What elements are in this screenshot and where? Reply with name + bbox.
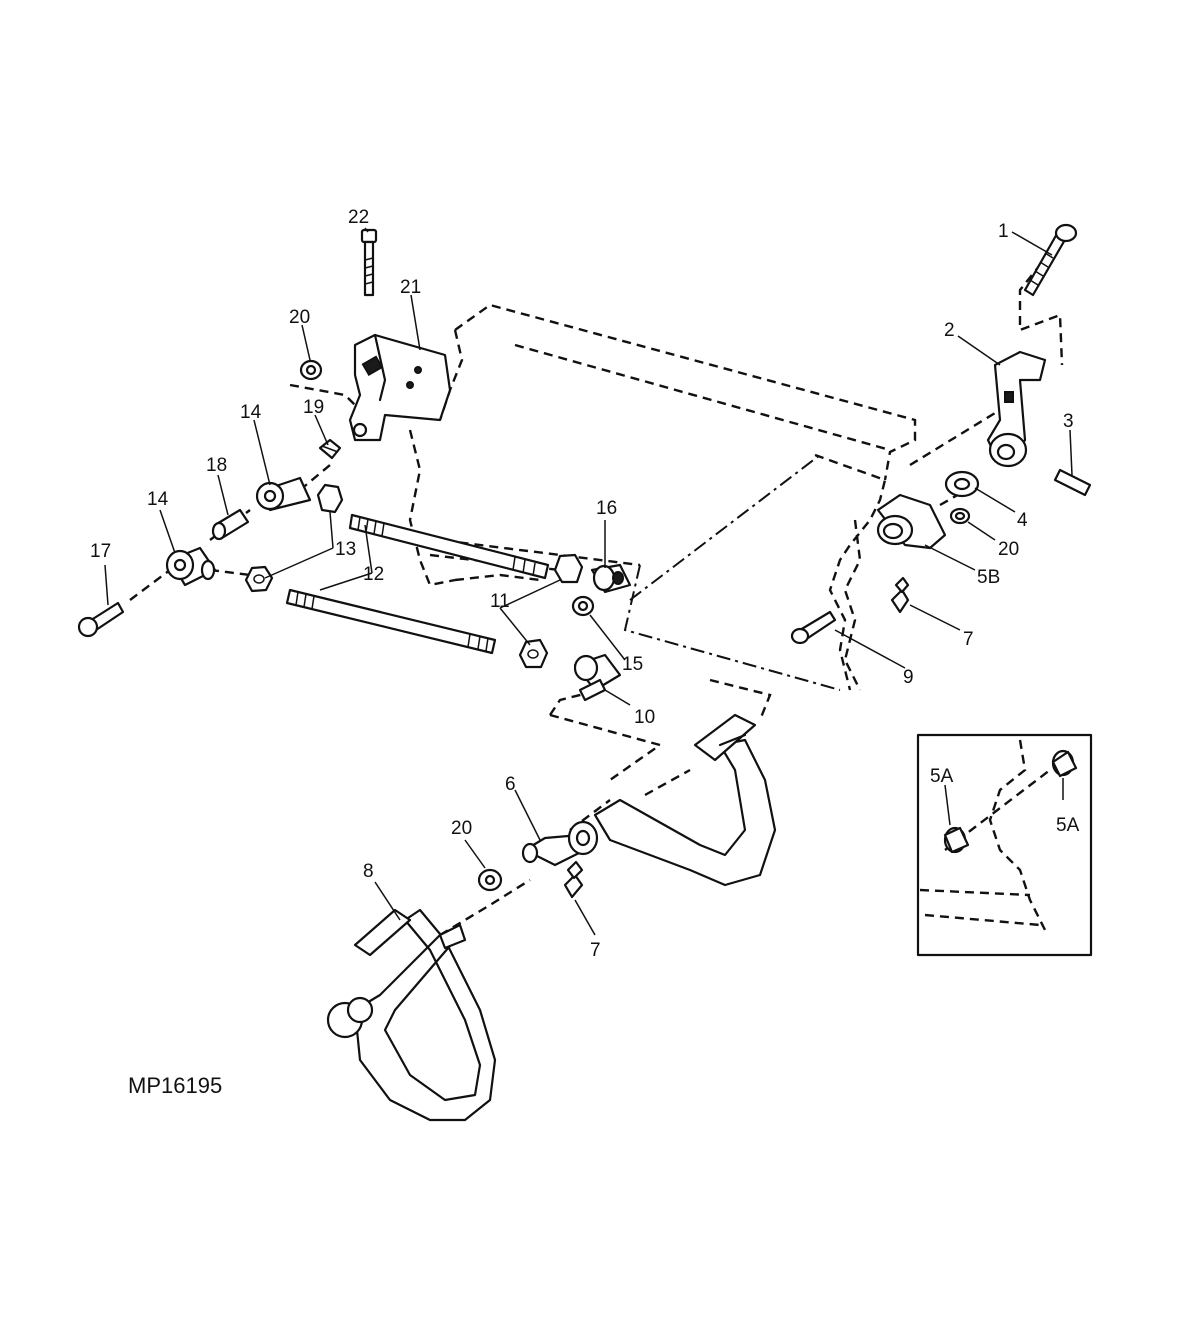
callout-12: 12 [363,564,384,585]
fitting-part-19 [318,438,342,460]
nut-part-20-right [949,507,971,525]
bushing-part-5a-left [943,826,970,854]
callout-7-right: 7 [963,629,974,650]
callout-17: 17 [90,541,111,562]
nut-part-15 [571,595,595,617]
bolt-part-17 [77,601,125,638]
nut-part-20-lower [477,868,503,892]
washer-part-4 [944,470,980,498]
clevis-part-16 [590,563,632,594]
callout-5b: 5B [977,567,1000,588]
callout-9: 9 [903,667,914,688]
bracket-part-2 [986,350,1047,468]
bolt-part-1 [1023,223,1078,297]
callout-20-lower: 20 [451,818,472,839]
callout-18: 18 [206,455,227,476]
nut-part-11-lower [518,638,549,669]
rod-part-12-lower [285,588,497,655]
callout-labels: 1 2 3 4 20 5B 7 9 22 21 20 19 14 18 14 1… [90,207,1080,1098]
bolt-part-9 [790,610,837,645]
callout-1: 1 [998,221,1009,242]
pivot-part-6 [521,820,599,867]
callout-21: 21 [400,277,421,298]
clevis-part-10 [573,653,622,702]
callout-22: 22 [348,207,369,228]
callout-20-top: 20 [289,307,310,328]
callout-6: 6 [505,774,516,795]
callout-16: 16 [596,498,617,519]
callout-3: 3 [1063,411,1074,432]
nut-part-13-upper [316,483,344,514]
rod-end-part-14-lower [165,546,217,587]
mounting-bracket-part-21 [348,333,452,442]
callout-8: 8 [363,861,374,882]
leader-lines [104,227,1073,936]
callout-4: 4 [1017,510,1028,531]
callout-15: 15 [622,654,643,675]
rod-end-part-14-upper [255,476,312,512]
callout-10: 10 [634,707,655,728]
callout-14-upper: 14 [240,402,262,423]
nut-part-13-lower [244,565,274,593]
inset-detail [916,733,1093,957]
pin-part-3 [1053,468,1092,497]
bushing-part-5a-right [1051,749,1078,778]
callout-11: 11 [490,591,510,612]
callout-5a-right: 5A [1056,815,1080,836]
nut-part-20-top [299,359,323,381]
callout-5a-left: 5A [930,766,954,787]
grease-fitting-part-7-right [890,576,910,614]
rod-part-12-upper [348,513,550,580]
bolt-part-22 [360,228,378,297]
callout-19: 19 [303,397,324,418]
pedal-upper [593,713,777,887]
grease-fitting-part-7-lower [563,860,584,899]
inset-frame [916,733,1093,957]
callout-7-lower: 7 [590,940,601,961]
callout-2: 2 [944,320,955,341]
callout-14-lower: 14 [147,489,169,510]
figure-code: MP16195 [128,1073,222,1098]
callout-13: 13 [335,539,356,560]
callout-20-right: 20 [998,539,1019,560]
bushing-part-18 [211,508,250,541]
flange-bushing-part-5b [876,493,947,550]
pedal-part-8 [326,908,497,1122]
nut-part-11-upper [553,553,584,584]
